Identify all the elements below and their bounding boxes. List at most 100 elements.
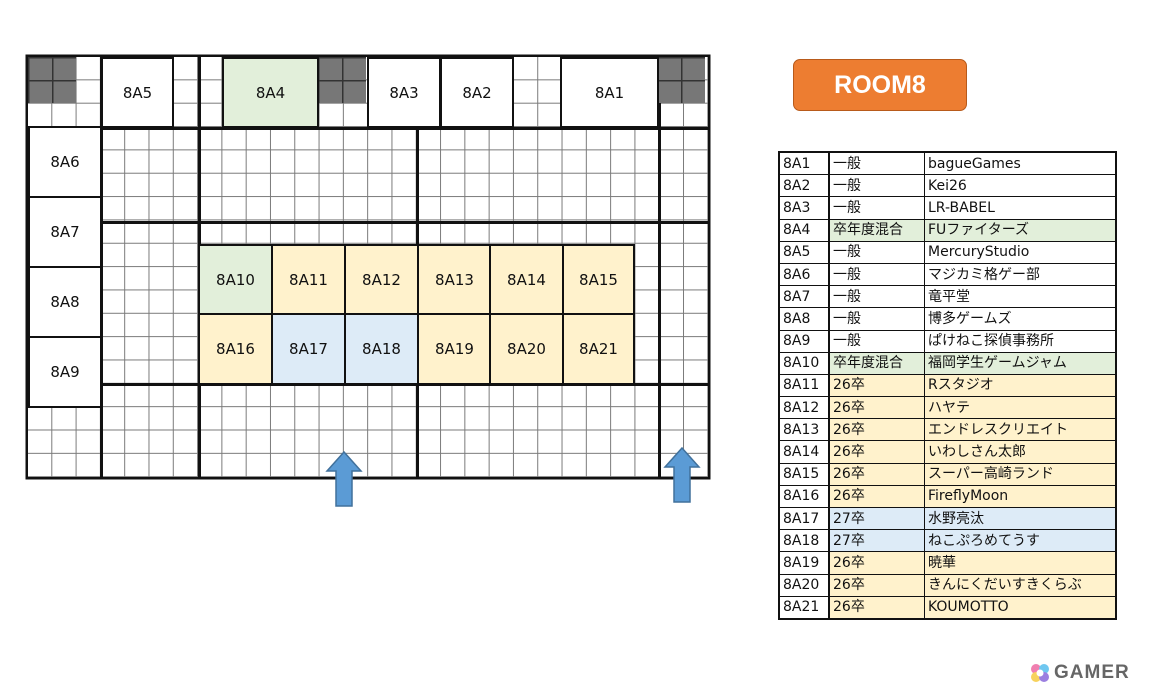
entrance-arrow-icon xyxy=(663,447,701,503)
booth-8A2[interactable]: 8A2 xyxy=(440,57,514,128)
roster-booth-id: 8A3 xyxy=(778,196,830,220)
roster-booth-id: 8A11 xyxy=(778,373,830,398)
roster-exhibitor-name: FireflyMoon xyxy=(924,484,1117,509)
gamer-logo-text: GAMER xyxy=(1054,662,1130,683)
roster-category: 一般 xyxy=(828,329,925,353)
booth-8A12[interactable]: 8A12 xyxy=(344,244,419,315)
grid-line xyxy=(28,127,708,130)
roster-booth-id: 8A18 xyxy=(778,529,830,553)
roster-exhibitor-name: ぱけねこ探偵事務所 xyxy=(924,329,1117,353)
roster-booth-id: 8A16 xyxy=(778,484,830,509)
booth-8A20[interactable]: 8A20 xyxy=(489,313,564,385)
booth-8A9[interactable]: 8A9 xyxy=(28,336,102,408)
booth-8A5[interactable]: 8A5 xyxy=(101,57,174,128)
roster-booth-id: 8A15 xyxy=(778,462,830,486)
booth-8A13[interactable]: 8A13 xyxy=(417,244,492,315)
roster-category: 26卒 xyxy=(828,440,925,464)
roster-category: 卒年度混合 xyxy=(828,218,925,242)
booth-8A19[interactable]: 8A19 xyxy=(417,313,492,385)
booth-8A15[interactable]: 8A15 xyxy=(562,244,635,315)
pillar-block xyxy=(318,57,366,103)
grid-line xyxy=(658,57,661,477)
roster-exhibitor-name: 暁華 xyxy=(924,551,1117,575)
roster-exhibitor-name: 博多ゲームズ xyxy=(924,307,1117,331)
booth-8A16[interactable]: 8A16 xyxy=(198,313,273,385)
roster-booth-id: 8A2 xyxy=(778,174,830,198)
roster-booth-id: 8A10 xyxy=(778,351,830,375)
roster-category: 26卒 xyxy=(828,573,925,597)
booth-8A17[interactable]: 8A17 xyxy=(271,313,346,385)
booth-8A10[interactable]: 8A10 xyxy=(198,244,273,315)
gamer-logo: GAMER xyxy=(1030,662,1130,684)
booth-8A8[interactable]: 8A8 xyxy=(28,266,102,338)
floor-plan: 8A5 8A4 8A3 8A2 8A1 8A6 8A7 8A8 8A9 8A10… xyxy=(28,57,708,477)
roster-category: 27卒 xyxy=(828,529,925,553)
roster-exhibitor-name: FUファイターズ xyxy=(924,218,1117,242)
roster-exhibitor-name: ねこぷろめてうす xyxy=(924,529,1117,553)
roster-booth-id: 8A8 xyxy=(778,307,830,331)
roster-booth-id: 8A19 xyxy=(778,551,830,575)
roster-exhibitor-name: LR-BABEL xyxy=(924,196,1117,220)
roster-booth-id: 8A9 xyxy=(778,329,830,353)
roster-category: 一般 xyxy=(828,196,925,220)
roster-exhibitor-name: Rスタジオ xyxy=(924,373,1117,398)
booth-8A4[interactable]: 8A4 xyxy=(222,57,319,128)
roster-booth-id: 8A12 xyxy=(778,396,830,420)
booth-8A14[interactable]: 8A14 xyxy=(489,244,564,315)
pillar-block xyxy=(28,57,76,103)
roster-exhibitor-name: bagueGames xyxy=(924,151,1117,176)
pillar-block xyxy=(657,57,705,103)
booth-8A21[interactable]: 8A21 xyxy=(562,313,635,385)
roster-exhibitor-name: いわしさん太郎 xyxy=(924,440,1117,464)
roster-exhibitor-name: マジカミ格ゲー部 xyxy=(924,262,1117,287)
roster-category: 一般 xyxy=(828,240,925,264)
booth-8A11[interactable]: 8A11 xyxy=(271,244,346,315)
roster-category: 一般 xyxy=(828,174,925,198)
roster-booth-id: 8A1 xyxy=(778,151,830,176)
roster-booth-id: 8A6 xyxy=(778,262,830,287)
roster-category: 一般 xyxy=(828,307,925,331)
booth-8A3[interactable]: 8A3 xyxy=(367,57,441,128)
roster-exhibitor-name: 竜平堂 xyxy=(924,285,1117,309)
roster-category: 26卒 xyxy=(828,551,925,575)
roster-booth-id: 8A13 xyxy=(778,418,830,442)
room-title: ROOM8 xyxy=(793,59,967,111)
booth-8A6[interactable]: 8A6 xyxy=(28,126,102,198)
roster-booth-id: 8A4 xyxy=(778,218,830,242)
roster-category: 一般 xyxy=(828,285,925,309)
roster-category: 26卒 xyxy=(828,396,925,420)
roster-exhibitor-name: KOUMOTTO xyxy=(924,595,1117,620)
gamer-logo-icon xyxy=(1031,664,1049,682)
booth-8A18[interactable]: 8A18 xyxy=(344,313,419,385)
booth-8A7[interactable]: 8A7 xyxy=(28,196,102,268)
roster-booth-id: 8A17 xyxy=(778,506,830,531)
roster-exhibitor-name: Kei26 xyxy=(924,174,1117,198)
roster-category: 26卒 xyxy=(828,484,925,509)
grid-line xyxy=(28,221,708,224)
roster-category: 26卒 xyxy=(828,418,925,442)
roster-category: 26卒 xyxy=(828,373,925,398)
booth-8A1[interactable]: 8A1 xyxy=(560,57,659,128)
roster-exhibitor-name: 福岡学生ゲームジャム xyxy=(924,351,1117,375)
roster-exhibitor-name: きんにくだいすきくらぶ xyxy=(924,573,1117,597)
roster-booth-id: 8A7 xyxy=(778,285,830,309)
roster-booth-id: 8A21 xyxy=(778,595,830,620)
roster-category: 卒年度混合 xyxy=(828,351,925,375)
entrance-arrow-icon xyxy=(325,451,363,507)
